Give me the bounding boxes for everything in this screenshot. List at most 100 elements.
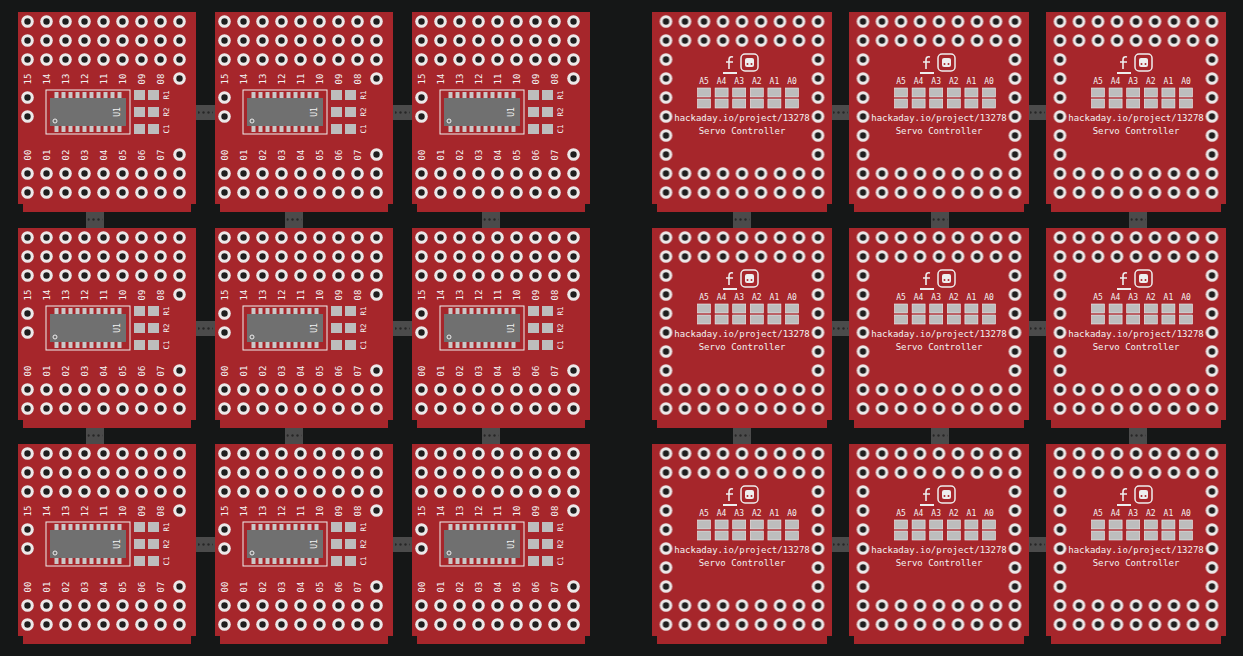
pin-label: A5 [699,78,709,86]
pin-label: A4 [717,510,727,518]
pin-label: C1 [557,340,565,349]
pin-label: 03 [80,149,89,160]
pin-label: 12 [277,505,286,516]
pin-label: A1 [967,510,977,518]
pin-label: 03 [80,365,89,376]
pin-label: R1 [557,90,565,99]
pcb-board: 1514131211100908R1R2C1U10001020304050607 [215,444,393,644]
pin-label: 09 [531,73,540,84]
pin-label: 15 [23,73,32,84]
pin-label: 04 [296,149,305,160]
pin-label: 13 [455,289,464,300]
pin-label: A3 [734,294,744,302]
pin-label: R2 [163,323,171,332]
pin-label: 08 [550,505,559,516]
silkscreen-text: Servo Controller [1093,126,1180,135]
pin-label: U1 [311,107,319,117]
silkscreen-text: Servo Controller [699,558,786,567]
pin-label: 02 [455,581,464,592]
pin-label: 12 [277,73,286,84]
pin-label: A1 [1164,294,1174,302]
pin-label: 00 [220,581,229,592]
pin-label: 06 [334,365,343,376]
pin-label: C1 [557,124,565,133]
pin-label: 04 [493,365,502,376]
pin-label: 09 [137,289,146,300]
pin-label: 09 [531,505,540,516]
pin-label: 07 [353,365,362,376]
pin-label: 12 [80,505,89,516]
pin-label: C1 [360,556,368,565]
pin-label: 11 [296,505,305,516]
pin-label: A3 [1128,510,1138,518]
pin-label: A5 [1093,510,1103,518]
pin-label: R1 [360,90,368,99]
pin-label: A4 [717,294,727,302]
pin-label: R2 [163,539,171,548]
pin-label: R2 [557,107,565,116]
pin-label: 02 [258,581,267,592]
pcb-board: 1514131211100908R1R2C1U10001020304050607 [412,444,590,644]
pin-label: 15 [417,73,426,84]
pin-label: 10 [118,505,127,516]
pin-label: A4 [914,294,924,302]
pin-label: 07 [353,149,362,160]
pin-label: 09 [531,289,540,300]
pin-label: 00 [220,365,229,376]
pin-label: 14 [239,505,248,516]
pin-label: 14 [42,73,51,84]
pin-label: 01 [42,365,51,376]
pin-label: A3 [931,510,941,518]
pin-label: 15 [417,505,426,516]
pin-label: 14 [239,289,248,300]
pin-label: 02 [455,365,464,376]
pin-label: C1 [557,556,565,565]
silkscreen-text: Servo Controller [1093,342,1180,351]
pcb-board: 1514131211100908R1R2C1U10001020304050607 [215,228,393,428]
pin-label: A2 [1146,294,1156,302]
pin-label: 08 [550,73,559,84]
pin-label: 04 [296,365,305,376]
pin-label: 07 [550,581,559,592]
pin-label: A4 [914,78,924,86]
pin-label: A2 [1146,510,1156,518]
pin-label: R1 [163,522,171,531]
silkscreen-text: Servo Controller [896,558,983,567]
pin-label: U1 [114,539,122,549]
pin-label: 02 [61,149,70,160]
pin-label: 04 [99,365,108,376]
silkscreen-text: hackaday.io/project/13278 [871,329,1006,338]
pin-label: 13 [258,73,267,84]
pin-label: A0 [984,510,994,518]
pin-label: 09 [334,73,343,84]
pin-label: 05 [512,581,521,592]
pin-label: A2 [752,294,762,302]
pin-label: 11 [296,289,305,300]
pin-label: A5 [1093,78,1103,86]
pin-label: R1 [557,522,565,531]
pin-label: 10 [512,505,521,516]
pin-label: 07 [156,365,165,376]
pin-label: 07 [156,581,165,592]
pin-label: R2 [163,107,171,116]
pin-label: A0 [787,510,797,518]
pin-label: 07 [550,149,559,160]
pin-label: 09 [334,505,343,516]
pin-label: 03 [474,581,483,592]
pin-label: C1 [360,124,368,133]
pin-label: A0 [984,78,994,86]
pin-label: 07 [550,365,559,376]
pin-label: 15 [220,73,229,84]
pin-label: A4 [717,78,727,86]
pin-label: 05 [315,149,324,160]
pin-label: A0 [787,294,797,302]
pcb-board: A5A4A3A2A1A0hackaday.io/project/13278Ser… [1046,228,1226,428]
pcb-board: 1514131211100908R1R2C1U10001020304050607 [215,12,393,212]
pin-label: 04 [99,581,108,592]
pin-label: A5 [896,510,906,518]
pin-label: 01 [436,365,445,376]
pin-label: R2 [557,539,565,548]
pin-label: A3 [734,510,744,518]
pin-label: 11 [296,73,305,84]
pin-label: 00 [23,581,32,592]
